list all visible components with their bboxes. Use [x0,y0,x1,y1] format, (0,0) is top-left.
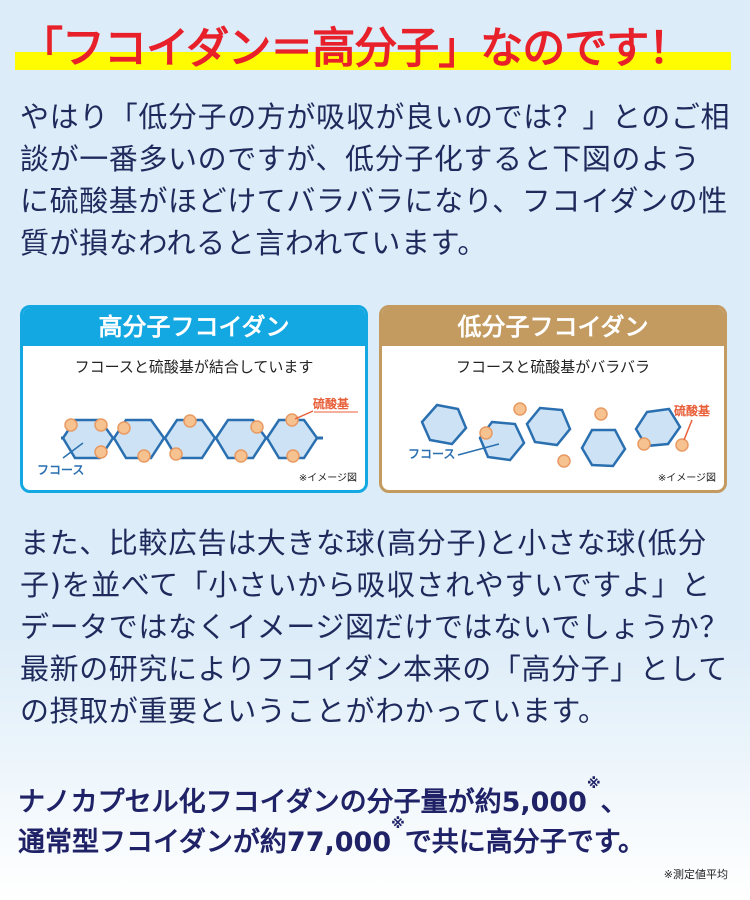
high-molecule-diagram: 硫酸基 フコース [37,396,358,477]
text-line: の摂取が重要ということがわかっています。 [20,694,608,728]
footnote: ※測定値平均 [663,868,728,881]
sulfate-label: 硫酸基 [313,396,350,411]
fucose-label: フコース [37,463,84,477]
text-line: やはり「低分子の方が吸収が良いのでは？」とのご相 [20,100,731,134]
text-line: に硫酸基がほどけてバラバラになり、フコイダンの性 [20,184,728,218]
page-title: 「フコイダン＝高分子」なのです！ [20,24,691,74]
footnote-mark: ※ [586,776,601,792]
conclusion-line-2: 通常型フコイダンが約77,000※で共に高分子です。 [18,816,646,859]
text-line: また、比較広告は大きな球(高分子)と小さな球(低分 [20,526,707,560]
low-box-caption: フコースと硫酸基がバラバラ [455,358,651,376]
sulfate-label: 硫酸基 [674,403,711,418]
text: 通常型フコイダンが約77,000 [18,827,392,858]
comparison-paragraph: また、比較広告は大きな球(高分子)と小さな球(低分 子)を並べて「小さいから吸収… [20,522,729,732]
high-box-header: 高分子フコイダン [23,308,365,346]
image-note: ※イメージ図 [657,473,716,484]
low-molecular-box: 低分子フコイダン フコースと硫酸基がバラバラ 硫酸基 フコース ※イメージ図 [379,305,727,493]
intro-paragraph: やはり「低分子の方が吸収が良いのでは？」とのご相 談が一番多いのですが、低分子化… [20,96,730,264]
text: 、 [600,787,628,818]
text-line: 談が一番多いのですが、低分子化すると下図のよう [20,142,701,176]
conclusion-line-1: ナノカプセル化フコイダンの分子量が約5,000※、 [18,776,628,819]
text-line: 子)を並べて「小さいから吸収されやすいですよ」と [20,568,711,602]
text: ナノカプセル化フコイダンの分子量が約5,000 [18,787,587,818]
text-line: データではなくイメージ図だけではないでしょうか？ [20,610,729,644]
low-molecule-diagram: 硫酸基 フコース [408,402,711,468]
low-box-header: 低分子フコイダン [382,308,724,346]
image-note: ※イメージ図 [298,473,357,484]
high-box-caption: フコースと硫酸基が結合しています [74,358,314,376]
text: で共に高分子です。 [404,827,646,858]
footnote-mark: ※ [391,816,405,832]
text-line: 質が損なわれると言われています。 [20,226,487,260]
title-highlight [15,52,731,70]
fucose-label: フコース [408,447,455,461]
high-molecular-box: 高分子フコイダン フコースと硫酸基が結合しています 硫酸基 フコース ※イメージ… [20,305,368,493]
text-line: 最新の研究によりフコイダン本来の「高分子」として [20,652,728,686]
